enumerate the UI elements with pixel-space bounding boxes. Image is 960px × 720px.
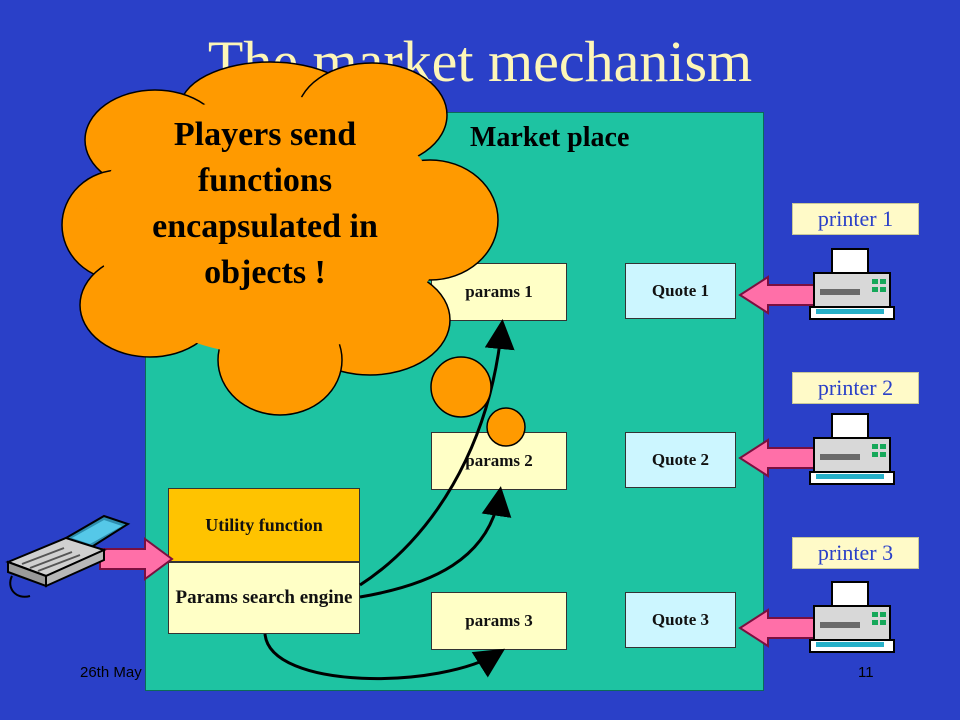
connector-to-params-2 xyxy=(359,486,512,599)
quote-2-box: Quote 2 xyxy=(625,432,736,488)
footer-date: 26th May xyxy=(80,664,142,681)
connector-to-params-3 xyxy=(263,633,506,681)
page-number: 11 xyxy=(858,664,874,681)
quote-1-box: Quote 1 xyxy=(625,263,736,319)
quote-3-box: Quote 3 xyxy=(625,592,736,648)
printer-2-label: printer 2 xyxy=(792,372,919,404)
laptop-arrow xyxy=(99,537,174,581)
laptop-icon xyxy=(5,514,131,598)
printer-1-icon xyxy=(809,248,895,320)
params-search-engine-box: Params search engine xyxy=(168,562,360,634)
printer-1-label: printer 1 xyxy=(792,203,919,235)
printer-3-icon xyxy=(809,581,895,653)
market-place-title: Market place xyxy=(470,122,630,153)
thought-bubble-text: Players send functions encapsulated in o… xyxy=(152,116,378,291)
printer-3-label: printer 3 xyxy=(792,537,919,569)
connector-to-params-1 xyxy=(359,319,515,587)
printer-2-icon xyxy=(809,413,895,485)
params-1-box: params 1 xyxy=(431,263,567,321)
utility-function-box: Utility function xyxy=(168,488,360,562)
